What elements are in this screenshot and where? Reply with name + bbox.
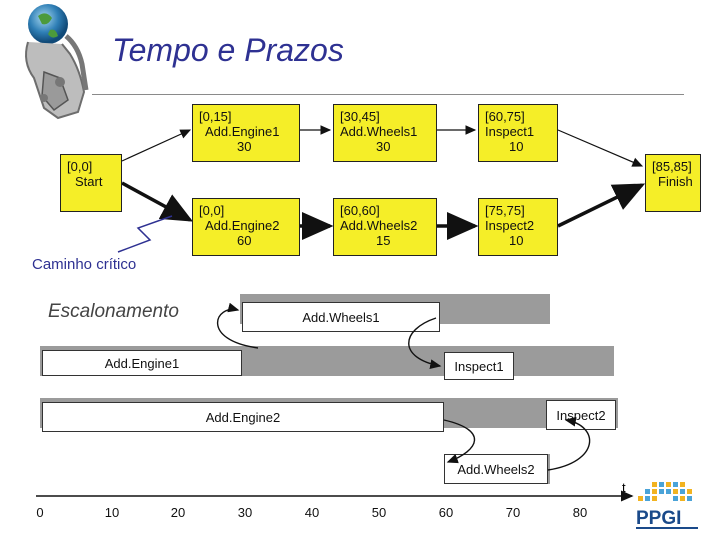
tick-70: 70 <box>505 505 521 520</box>
node-add-engine1-range: [0,15] <box>199 109 232 124</box>
node-finish: [85,85] Finish <box>645 154 701 212</box>
critical-path-pointer <box>117 215 173 253</box>
time-axis-label: t <box>622 480 626 495</box>
node-add-engine2-name: Add.Engine2 <box>205 218 280 233</box>
tick-30: 30 <box>237 505 253 520</box>
node-start: [0,0] Start <box>60 154 122 212</box>
node-add-wheels2-name: Add.Wheels2 <box>340 218 418 233</box>
tick-60: 60 <box>438 505 454 520</box>
node-inspect1-range: [60,75] <box>485 109 525 124</box>
node-inspect2: [75,75] Inspect2 10 <box>478 198 558 256</box>
robot-globe-logo <box>25 4 89 120</box>
node-add-engine1-name: Add.Engine1 <box>205 124 280 139</box>
tick-50: 50 <box>371 505 387 520</box>
tick-40: 40 <box>304 505 320 520</box>
tick-80: 80 <box>572 505 588 520</box>
critical-path-label: Caminho crítico <box>32 256 137 273</box>
node-add-engine2: [0,0] Add.Engine2 60 <box>192 198 300 256</box>
dep-engine2-wheels2 <box>443 419 476 464</box>
dep-engine1-wheels1 <box>216 302 259 349</box>
task-add-wheels2: Add.Wheels2 <box>444 454 548 484</box>
node-add-engine2-range: [0,0] <box>199 203 225 218</box>
ppgi-logo-text: PPGI <box>636 508 681 529</box>
task-add-engine1-label: Add.Engine1 <box>104 355 180 371</box>
node-start-range: [0,0] <box>67 159 93 174</box>
node-inspect1-duration: 10 <box>509 139 524 154</box>
arrow-start-engine2 <box>121 181 194 222</box>
title-divider <box>92 94 684 95</box>
arrow-start-engine1 <box>121 129 192 162</box>
task-add-engine1: Add.Engine1 <box>42 350 242 376</box>
task-add-wheels2-label: Add.Wheels2 <box>457 461 535 477</box>
node-add-wheels2-duration: 15 <box>376 233 391 248</box>
task-inspect1: Inspect1 <box>444 352 514 380</box>
node-add-engine1-duration: 30 <box>237 139 252 154</box>
node-inspect2-name: Inspect2 <box>485 218 535 233</box>
dep-wheels2-inspect2 <box>547 416 591 471</box>
page-title: Tempo e Prazos <box>112 32 344 68</box>
arrow-inspect2-finish <box>557 183 646 228</box>
node-add-wheels2-range: [60,60] <box>340 203 380 218</box>
node-add-wheels1: [30,45] Add.Wheels1 30 <box>333 104 437 162</box>
arrow-inspect1-finish <box>557 129 644 167</box>
node-start-name: Start <box>75 174 103 189</box>
node-add-wheels1-name: Add.Wheels1 <box>340 124 418 139</box>
node-inspect1-name: Inspect1 <box>485 124 535 139</box>
tick-0: 0 <box>36 505 44 520</box>
node-add-wheels1-range: [30,45] <box>340 109 380 124</box>
tick-20: 20 <box>170 505 186 520</box>
node-finish-name: Finish <box>658 174 693 189</box>
task-add-engine2: Add.Engine2 <box>42 402 444 432</box>
tick-10: 10 <box>104 505 120 520</box>
schedule-title: Escalonamento <box>48 301 179 322</box>
node-add-engine2-duration: 60 <box>237 233 252 248</box>
node-add-engine1: [0,15] Add.Engine1 30 <box>192 104 300 162</box>
task-inspect1-label: Inspect1 <box>454 358 504 374</box>
node-finish-range: [85,85] <box>652 159 692 174</box>
node-add-wheels1-duration: 30 <box>376 139 391 154</box>
node-inspect2-duration: 10 <box>509 233 524 248</box>
ppgi-logo: PPGI <box>636 482 698 529</box>
task-add-engine2-label: Add.Engine2 <box>205 409 281 425</box>
task-add-wheels1: Add.Wheels1 <box>242 302 440 332</box>
node-add-wheels2: [60,60] Add.Wheels2 15 <box>333 198 437 256</box>
node-inspect2-range: [75,75] <box>485 203 525 218</box>
node-inspect1: [60,75] Inspect1 10 <box>478 104 558 162</box>
dep-wheels1-inspect1 <box>408 317 442 369</box>
task-add-wheels1-label: Add.Wheels1 <box>302 309 380 325</box>
